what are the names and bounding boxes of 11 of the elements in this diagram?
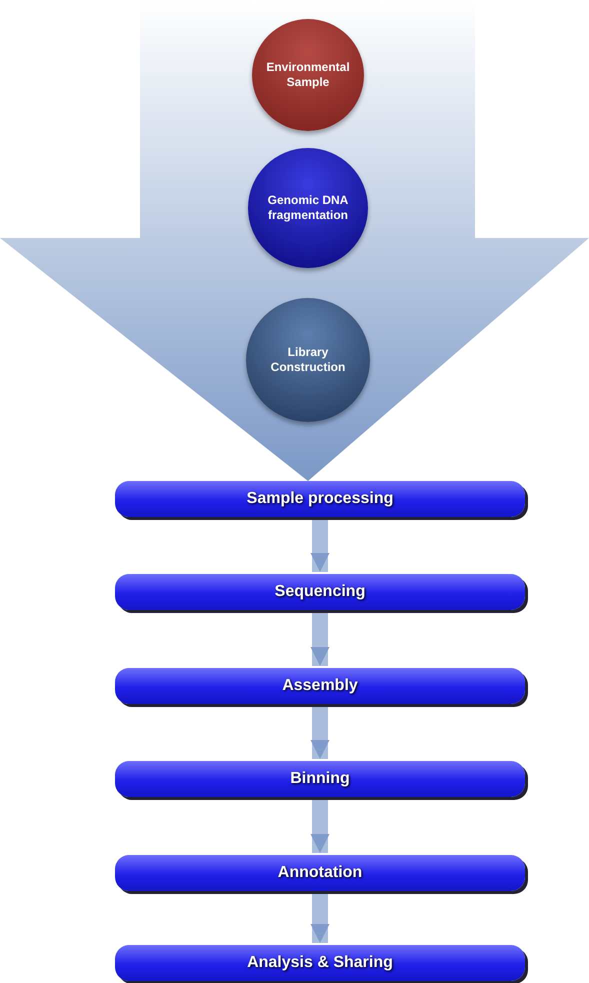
down-arrow bbox=[310, 707, 330, 759]
down-arrow bbox=[310, 800, 330, 853]
process-bar: Analysis & Sharing bbox=[115, 945, 525, 981]
process-bar: Sample processing bbox=[115, 481, 525, 517]
down-arrow bbox=[310, 520, 330, 572]
process-bar: Annotation bbox=[115, 855, 525, 891]
down-arrow bbox=[310, 894, 330, 943]
down-arrow bbox=[310, 613, 330, 666]
process-bar: Sequencing bbox=[115, 574, 525, 610]
process-bar: Binning bbox=[115, 761, 525, 797]
process-bar: Assembly bbox=[115, 668, 525, 704]
